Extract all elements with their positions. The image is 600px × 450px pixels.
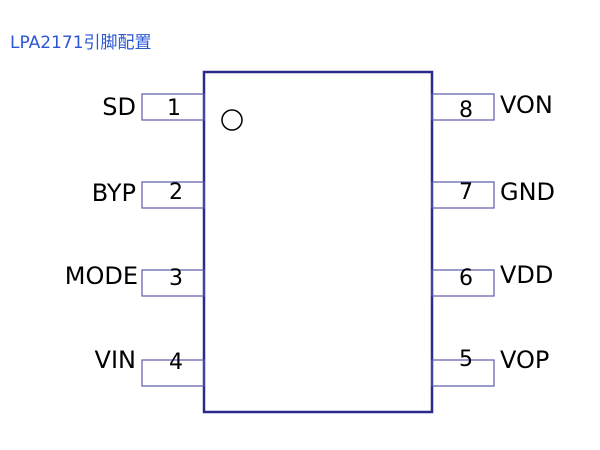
right-pin-6: 6 VDD [431, 261, 553, 297]
right-pin-5: 5 VOP [431, 346, 549, 387]
pin-number: 5 [459, 347, 473, 372]
pin-name: GND [500, 178, 555, 206]
left-pin-3: 3 MODE [65, 262, 205, 297]
pin-name: MODE [65, 262, 138, 290]
left-pin-4: 4 VIN [95, 346, 205, 387]
right-pin-8: 8 VON [431, 91, 553, 123]
pin-name: VIN [95, 346, 136, 374]
left-pin-1: 1 SD [102, 93, 205, 121]
pin-number: 2 [169, 180, 183, 205]
pin-number: 3 [169, 266, 183, 291]
pin-name: VDD [500, 261, 553, 289]
pin-number: 7 [459, 180, 473, 205]
pin-number: 4 [169, 350, 183, 375]
pin-name: BYP [92, 179, 136, 207]
chip-body [202, 70, 434, 414]
right-pin-7: 7 GND [431, 178, 555, 209]
pin-number: 1 [167, 96, 181, 121]
pin1-marker-icon [221, 109, 243, 131]
pin-number: 6 [459, 266, 473, 291]
pin-number: 8 [459, 98, 473, 123]
pin-name: VOP [500, 346, 549, 374]
left-pin-2: 2 BYP [92, 179, 205, 209]
pin-name: SD [102, 93, 136, 121]
diagram-title: LPA2171引脚配置 [10, 33, 152, 53]
pin-name: VON [500, 91, 553, 119]
